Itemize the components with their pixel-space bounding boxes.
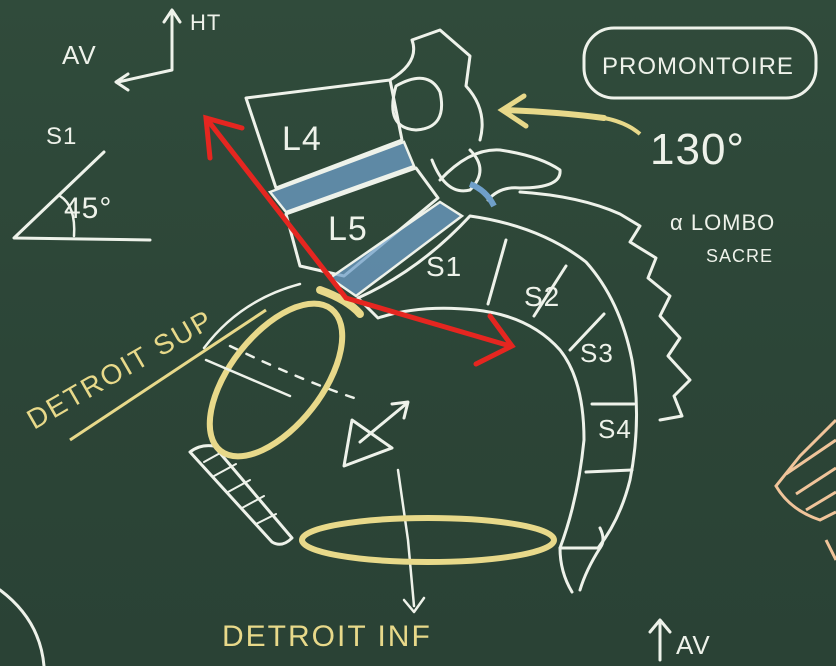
orientation-arrows: [114, 8, 182, 92]
promontoire-box: [582, 26, 818, 100]
disc-l4-l5: [267, 140, 416, 214]
upper-pelvic-line: [202, 282, 302, 350]
promontoire-arrow: [497, 93, 642, 136]
s3-label: S3: [580, 338, 614, 368]
sacrum: [356, 214, 639, 594]
bottom-av-label: AV: [676, 630, 711, 660]
detroit-sup-underline: [69, 308, 267, 442]
lumbosacral-angle-arrows: [203, 114, 516, 367]
detroit-sup-label: DETROIT SUP: [22, 303, 219, 435]
l4-label: L4: [282, 120, 322, 158]
angle-45-mark: [12, 150, 152, 242]
s2-label: S2: [524, 281, 560, 312]
disc-l5-s1: [327, 200, 465, 298]
alpha-lombo-label: α LOMBO: [670, 210, 775, 235]
promontoire-label: PROMONTOIRE: [602, 53, 794, 80]
detroit-inf-arrowhead: [402, 596, 426, 614]
angle-45-label: 45°: [64, 192, 112, 225]
detroit-inf-ellipse: [299, 515, 557, 565]
promontory-highlight: [316, 286, 364, 318]
s4-label: S4: [598, 414, 632, 444]
detroit-inf-label: DETROIT INF: [222, 620, 432, 653]
angle-130-label: 130°: [650, 125, 745, 174]
facet-blue-mark: [468, 181, 497, 208]
detroit-inf-guide: [396, 468, 416, 608]
sacral-crest: [518, 190, 692, 422]
orientation-ht-label: HT: [190, 10, 221, 35]
center-angle-mark: [342, 400, 410, 468]
detroit-sup-axis: [204, 358, 292, 398]
detroit-sup-ellipse: [206, 300, 346, 460]
s1-label-top: S1: [46, 123, 77, 150]
orientation-av-label: AV: [62, 40, 97, 70]
right-edge-orange-sketch: [774, 418, 836, 561]
pelvic-guide-line: [228, 344, 362, 402]
sacre-label: SACRE: [706, 246, 773, 266]
bottom-av-arrow: [648, 618, 672, 662]
vertebra-l4: [244, 28, 484, 190]
l5-label: L5: [328, 210, 368, 248]
partial-circle-left: [0, 588, 46, 666]
pubis: [188, 444, 294, 546]
s1-label: S1: [426, 251, 462, 282]
